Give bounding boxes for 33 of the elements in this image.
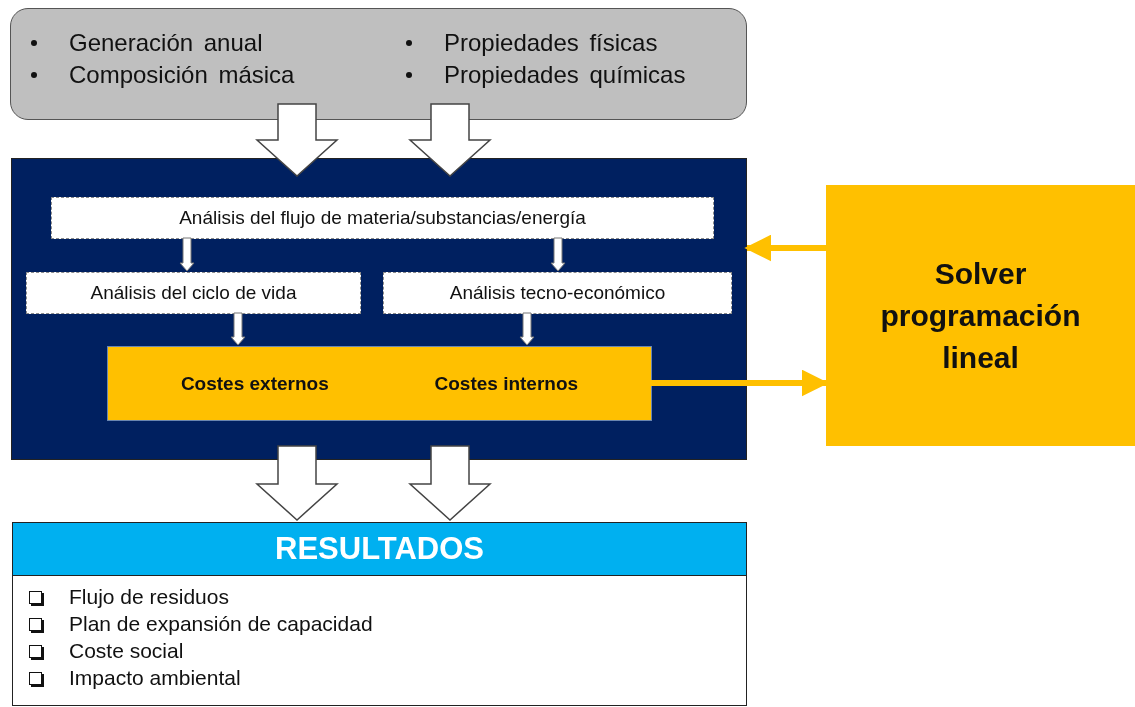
- block-arrow: [255, 103, 339, 177]
- process-box: [51, 197, 714, 239]
- block-arrow: [408, 103, 492, 177]
- step-text: Análisis tecno-económico: [449, 282, 666, 304]
- cost-label: Costes internos: [434, 372, 579, 395]
- bullet-text: Propiedades químicas: [444, 61, 686, 89]
- arrow: [550, 237, 566, 272]
- arrow: [519, 312, 535, 346]
- solver-label: Solver programación lineal: [879, 255, 1082, 376]
- block-arrow: [408, 445, 492, 521]
- step-text: Análisis del flujo de materia/substancias/energía: [179, 207, 586, 229]
- arrow: [744, 234, 826, 262]
- result-item: Flujo de residuos: [69, 585, 229, 609]
- process-box: [26, 272, 361, 314]
- result-item: Impacto ambiental: [69, 666, 241, 690]
- model-panel: [11, 158, 747, 460]
- arrow: [230, 312, 246, 346]
- result-item: Plan de expansión de capacidad: [69, 612, 373, 636]
- input-box: [10, 8, 747, 120]
- cost-label: Costes externos: [180, 372, 329, 395]
- costs-box: [107, 346, 652, 421]
- bullet-text: Composición másica: [69, 61, 295, 89]
- arrow: [179, 237, 195, 272]
- step-text: Análisis del ciclo de vida: [90, 282, 297, 304]
- solver-box: [826, 185, 1135, 446]
- results-header: RESULTADOS: [13, 523, 746, 576]
- bullet-text: Generación anual: [69, 29, 263, 57]
- arrow: [651, 369, 829, 397]
- result-item: Coste social: [69, 639, 184, 663]
- block-arrow: [255, 445, 339, 521]
- bullet-text: Propiedades físicas: [444, 29, 658, 57]
- process-box: [383, 272, 732, 314]
- results-box: [12, 522, 747, 706]
